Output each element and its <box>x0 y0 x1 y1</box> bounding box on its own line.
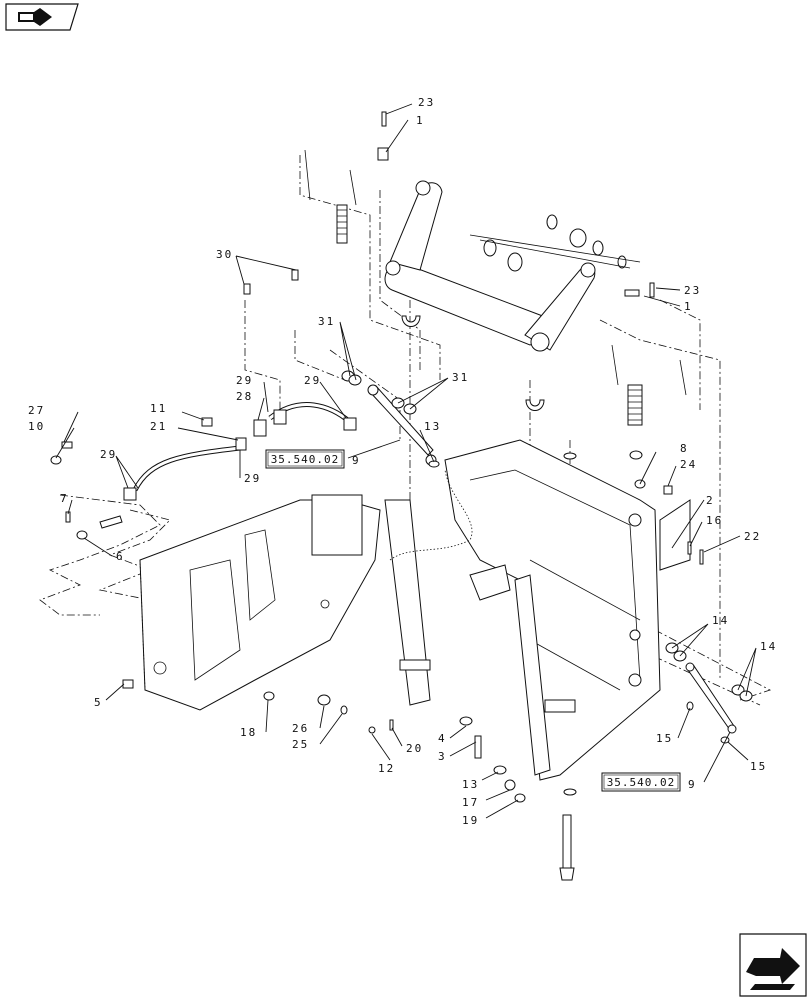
next-page-button[interactable] <box>739 933 807 997</box>
hose-21 <box>132 440 243 492</box>
callout-21: 21 <box>150 420 167 433</box>
cylinder-upper <box>341 370 437 466</box>
callout-3: 3 <box>438 750 447 763</box>
callout-9: 9 <box>688 778 697 791</box>
callout-18: 18 <box>240 726 257 739</box>
callout-29: 29 <box>244 472 261 485</box>
callout-30: 30 <box>216 248 233 261</box>
back-button[interactable] <box>5 3 79 31</box>
left-side-panel <box>139 494 381 711</box>
callout-15: 15 <box>750 760 767 773</box>
reference-label: 35.540.02 <box>607 776 676 789</box>
callout-10: 10 <box>28 420 45 433</box>
callout-1: 1 <box>684 300 693 313</box>
callout-13: 13 <box>424 420 441 433</box>
reference-box-lower[interactable]: 35.540.02 <box>601 772 681 792</box>
callout-14: 14 <box>712 614 729 627</box>
reference-label: 35.540.02 <box>271 453 340 466</box>
back-arrow-icon <box>18 8 52 26</box>
callout-31: 31 <box>452 371 469 384</box>
callout-20: 20 <box>406 742 423 755</box>
callout-6: 6 <box>116 550 125 563</box>
callout-29: 29 <box>100 448 117 461</box>
cylinder-lower <box>665 642 753 744</box>
next-page-icon <box>746 948 800 990</box>
callout-28: 28 <box>236 390 253 403</box>
callout-labels: 23 1 23 1 30 31 31 29 28 29 11 21 27 10 … <box>28 96 777 827</box>
exploded-assembly-drawing <box>39 111 772 881</box>
callout-7: 7 <box>60 492 69 505</box>
callout-1: 1 <box>416 114 425 127</box>
upper-arm-assembly <box>304 111 687 426</box>
callout-31: 31 <box>318 315 335 328</box>
callout-2: 2 <box>706 494 715 507</box>
callout-27: 27 <box>28 404 45 417</box>
callout-13: 13 <box>462 778 479 791</box>
center-frame <box>384 439 661 781</box>
callout-25: 25 <box>292 738 309 751</box>
leader-lines <box>55 103 757 819</box>
callout-17: 17 <box>462 796 479 809</box>
callout-26: 26 <box>292 722 309 735</box>
callout-5: 5 <box>94 696 103 709</box>
callout-24: 24 <box>680 458 697 471</box>
callout-29: 29 <box>236 374 253 387</box>
callout-29: 29 <box>304 374 321 387</box>
callout-23: 23 <box>418 96 435 109</box>
callout-14: 14 <box>760 640 777 653</box>
callout-4: 4 <box>438 732 447 745</box>
callout-16: 16 <box>706 514 723 527</box>
reference-box-upper[interactable]: 35.540.02 <box>265 449 345 469</box>
callout-19: 19 <box>462 814 479 827</box>
callout-9: 9 <box>352 454 361 467</box>
callout-8: 8 <box>680 442 689 455</box>
callout-22: 22 <box>744 530 761 543</box>
callout-11: 11 <box>150 402 167 415</box>
callout-23: 23 <box>684 284 701 297</box>
callout-12: 12 <box>378 762 395 775</box>
callout-15: 15 <box>656 732 673 745</box>
